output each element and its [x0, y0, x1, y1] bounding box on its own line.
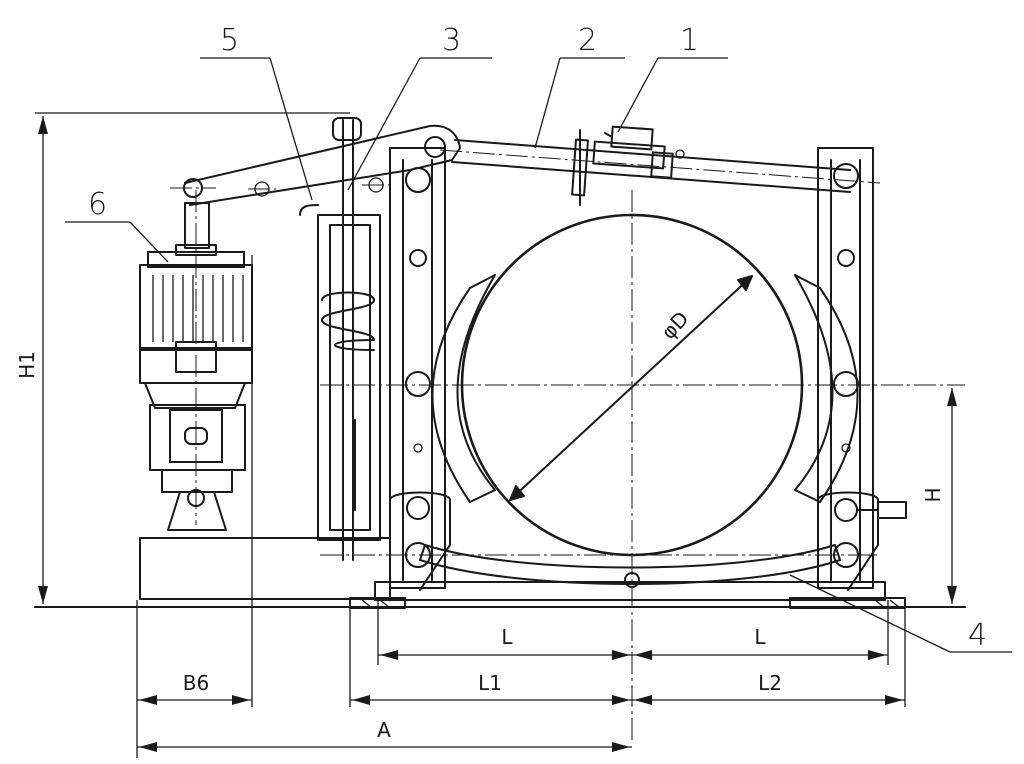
- callout-2: 2: [578, 23, 597, 58]
- top-lever: [170, 124, 461, 206]
- dim-l2-label: L2: [758, 671, 782, 695]
- dim-b6-label: B6: [183, 671, 209, 695]
- callout-4: 4: [968, 618, 987, 653]
- dim-a-label: A: [377, 718, 391, 742]
- callout-3: 3: [442, 23, 461, 58]
- wear-adjuster: [604, 125, 685, 179]
- callout-1: 1: [680, 23, 699, 58]
- dim-l-right-label: L: [754, 625, 766, 649]
- left-brake-arm: [389, 147, 451, 591]
- callout-numbers: 1 2 3 4 5 6: [88, 23, 987, 653]
- dim-h-label: H: [921, 487, 945, 502]
- base-plate: [34, 537, 966, 609]
- dim-h1-label: H1: [15, 351, 39, 379]
- callout-5: 5: [220, 23, 239, 58]
- center-lines: [195, 190, 965, 740]
- callout-leaders: [65, 57, 1012, 653]
- dim-l1-label: L1: [478, 671, 502, 695]
- spring-rod: [299, 117, 381, 561]
- pull-rod: [439, 129, 881, 206]
- dimension-lines: [35, 112, 957, 758]
- dim-l-left-label: L: [501, 625, 513, 649]
- brake-shoes: [431, 274, 859, 503]
- callout-6: 6: [88, 187, 107, 222]
